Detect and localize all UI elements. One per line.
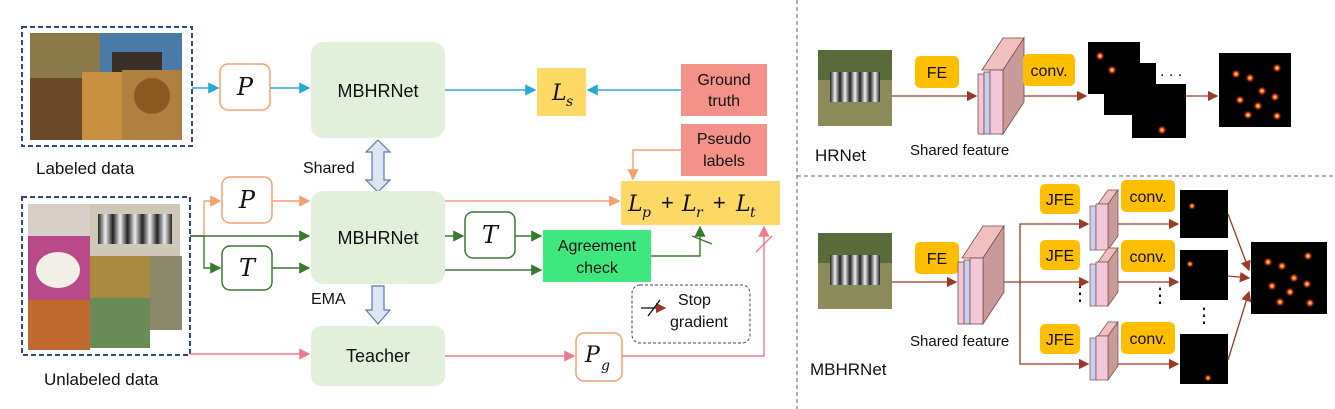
loss-t-letter: L — [735, 192, 751, 217]
labeled-data-collage — [21, 26, 193, 147]
conv-vdots: ⋮ — [1150, 285, 1170, 307]
ground-truth-line2: truth — [708, 93, 740, 110]
jfe-2-label: JFE — [1046, 248, 1074, 265]
mbhrnet-arrows — [892, 213, 1252, 370]
hrnet-zebra-image — [818, 50, 892, 126]
branch-feature-stack-3 — [1089, 320, 1119, 382]
augment-p-top-label: P — [236, 73, 254, 101]
agreement-line2: check — [576, 260, 619, 277]
augment-pg-letter: P — [584, 343, 601, 368]
plus-2: + — [713, 190, 726, 215]
agreement-line1: Agreement — [558, 238, 637, 255]
pseudo-labels-line1: Pseudo — [697, 131, 751, 148]
mbhrnet-mid-label: MBHRNet — [337, 228, 418, 248]
ema-arrow — [364, 285, 392, 325]
teacher-box: Teacher — [311, 326, 445, 386]
mbhrnet-student-box: MBHRNet — [311, 191, 445, 284]
stop-gradient-line1: Stop — [678, 292, 711, 309]
augment-p-top: P — [219, 63, 271, 111]
augment-pg: P g — [575, 332, 623, 382]
left-arrows — [190, 82, 773, 362]
loss-t-sub: t — [750, 205, 756, 221]
hrnet-fe-box: FE — [915, 56, 959, 88]
jfe-box-2: JFE — [1040, 240, 1080, 270]
jfe-box-1: JFE — [1040, 184, 1080, 214]
mbhrnet-output-heatmap — [1251, 242, 1327, 314]
branch-conv-box-1: conv. — [1121, 180, 1175, 212]
stop-gradient-legend: Stop gradient — [631, 284, 751, 344]
jfe-box-3: JFE — [1040, 324, 1080, 354]
mbhrnet-fe-box: FE — [915, 242, 959, 274]
branch-conv-2-label: conv. — [1129, 249, 1166, 266]
branch-heatmap-2 — [1180, 250, 1228, 300]
mbhrnet-shared-feature-label: Shared feature — [910, 333, 1009, 350]
loss-p-letter: L — [627, 192, 643, 217]
transform-t-right: T — [464, 211, 516, 259]
loss-r-sub: r — [696, 205, 704, 221]
jfe-3-label: JFE — [1046, 332, 1074, 349]
unlabeled-data-collage — [21, 196, 191, 356]
branch-conv-1-label: conv. — [1129, 189, 1166, 206]
branch-heatmap-1 — [1180, 190, 1228, 238]
hrnet-output-heatmap — [1219, 53, 1291, 127]
mbhrnet-shared-feature-stack — [957, 224, 1005, 326]
mbhrnet-supervised-box: MBHRNet — [311, 42, 445, 138]
hrnet-shared-feature-stack — [977, 36, 1025, 136]
ground-truth-box: Ground truth — [681, 64, 767, 116]
hrnet-shared-feature-label: Shared feature — [910, 142, 1009, 159]
branch-feature-stack-1 — [1089, 188, 1119, 252]
branch-conv-3-label: conv. — [1129, 331, 1166, 348]
hrnet-heatmaps: . . . — [1088, 42, 1186, 138]
agreement-check-box: Agreement check — [543, 230, 651, 282]
transform-t-left-label: T — [239, 254, 257, 282]
branch-conv-box-2: conv. — [1121, 240, 1175, 272]
hrnet-heatmap-ellipsis: . . . — [1160, 63, 1182, 80]
augment-pg-sub: g — [601, 358, 610, 374]
loss-s-sub: s — [566, 94, 573, 110]
loss-supervised-box: L s — [537, 68, 586, 116]
branch-feature-stack-2 — [1089, 246, 1119, 308]
hrnet-fe-label: FE — [927, 65, 947, 82]
pseudo-labels-box: Pseudo labels — [681, 124, 767, 176]
branch-conv-box-3: conv. — [1121, 322, 1175, 354]
loss-combined-box: L p + L r + L t — [621, 181, 780, 225]
augment-p-mid-label: P — [238, 186, 256, 214]
teacher-label: Teacher — [346, 346, 410, 366]
ema-label: EMA — [311, 291, 346, 308]
transform-t-left: T — [221, 245, 273, 291]
shared-label: Shared — [303, 160, 355, 177]
hrnet-caption: HRNet — [815, 146, 866, 165]
labeled-data-caption: Labeled data — [36, 159, 135, 178]
shared-double-arrow — [364, 139, 392, 193]
plus-1: + — [661, 190, 674, 215]
heatmap-vdots: ⋮ — [1194, 305, 1214, 327]
jfe-vdots: ⋮ — [1070, 283, 1090, 305]
stop-gradient-line2: gradient — [670, 314, 728, 331]
loss-r-letter: L — [681, 192, 697, 217]
mbhrnet-caption: MBHRNet — [810, 360, 887, 379]
hrnet-conv-box: conv. — [1023, 54, 1075, 86]
ground-truth-line1: Ground — [697, 72, 750, 89]
mbhrnet-zebra-image — [818, 233, 892, 309]
mbhrnet-top-label: MBHRNet — [337, 81, 418, 101]
transform-t-right-label: T — [482, 221, 500, 249]
unlabeled-data-caption: Unlabeled data — [44, 370, 159, 389]
branch-heatmap-3 — [1180, 334, 1228, 384]
jfe-1-label: JFE — [1046, 192, 1074, 209]
pseudo-labels-line2: labels — [703, 153, 745, 170]
loss-p-sub: p — [642, 205, 651, 221]
mbhrnet-fe-label: FE — [927, 251, 947, 268]
hrnet-conv-label: conv. — [1030, 63, 1067, 80]
loss-s-letter: L — [551, 81, 567, 106]
augment-p-mid: P — [221, 176, 273, 224]
